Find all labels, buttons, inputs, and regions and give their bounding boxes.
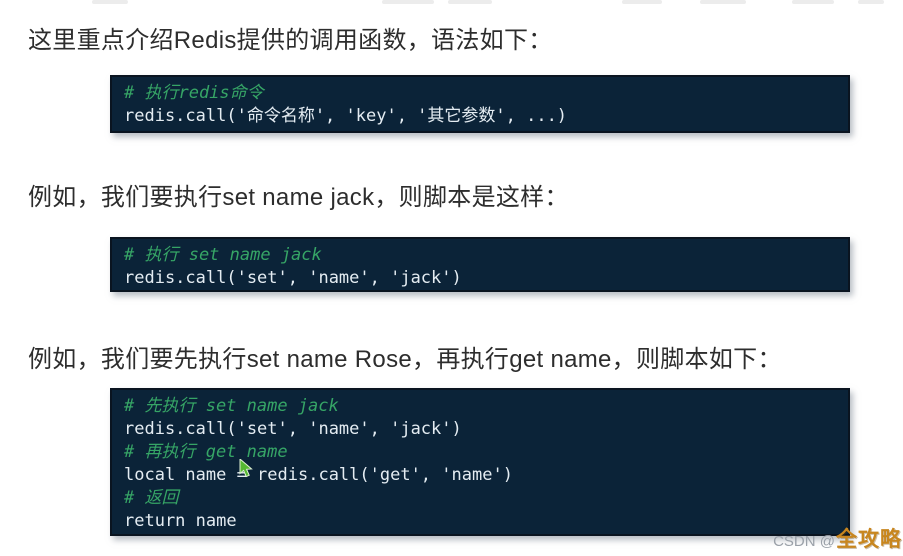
code-line-code: redis.call('set', 'name', 'jack') — [124, 419, 462, 439]
code-line-comment: # 再执行 get name — [124, 442, 288, 462]
code-line-code: local name = redis.call('get', 'name') — [124, 465, 513, 485]
watermark: CSDN @ 全攻略 — [773, 523, 902, 553]
mouse-cursor-icon — [239, 459, 253, 478]
watermark-prefix: CSDN @ — [773, 533, 835, 550]
watermark-brand: 全攻略 — [836, 528, 902, 551]
clipped-text-artifact — [792, 0, 834, 4]
code-line-comment: # 执行redis命令 — [124, 83, 264, 103]
clipped-text-artifact — [622, 0, 662, 4]
clipped-text-artifact — [700, 0, 746, 4]
clipped-text-artifact — [858, 0, 884, 4]
code-line-code: redis.call('命令名称', 'key', '其它参数', ...) — [124, 106, 568, 126]
example-set-paragraph: 例如，我们要执行set name jack，则脚本是这样： — [28, 184, 569, 211]
code-block-syntax: # 执行redis命令 redis.call('命令名称', 'key', '其它… — [110, 75, 850, 133]
intro-paragraph: 这里重点介绍Redis提供的调用函数，语法如下： — [28, 27, 553, 54]
code-line-code: return name — [124, 511, 237, 531]
clipped-text-artifact — [382, 0, 434, 4]
code-line-comment: # 返回 — [124, 488, 179, 508]
clipped-text-artifact — [92, 0, 128, 4]
code-line-code: redis.call('set', 'name', 'jack') — [124, 268, 462, 288]
code-line-comment: # 先执行 set name jack — [124, 396, 339, 416]
code-block-set-get-example: # 先执行 set name jack redis.call('set', 'na… — [110, 388, 850, 536]
code-block-set-example: # 执行 set name jack redis.call('set', 'nam… — [110, 237, 850, 292]
clipped-text-artifact — [448, 0, 492, 4]
example-set-get-paragraph: 例如，我们要先执行set name Rose，再执行get name，则脚本如下… — [28, 346, 782, 373]
code-line-comment: # 执行 set name jack — [124, 245, 322, 265]
